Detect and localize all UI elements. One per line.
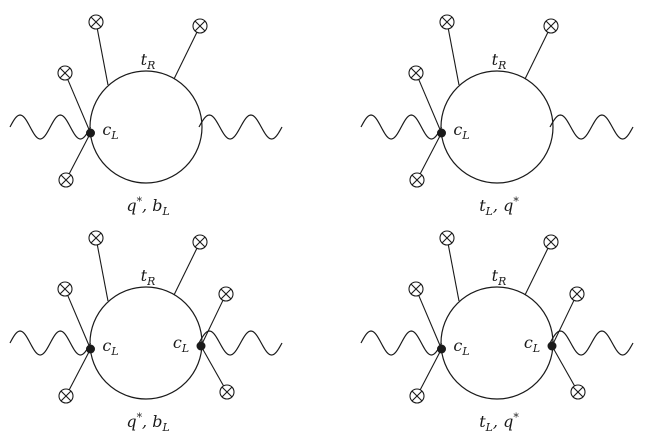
propagator-label-top: tR [492,50,507,72]
external-gauge-line-left [9,330,92,356]
vertex-label-left: cL [102,336,118,358]
propagator-label-top: tR [492,266,507,288]
circled-times-icon [408,65,424,81]
propagator-label-bottom: tL, q* [479,195,519,218]
circled-times-icon [569,286,585,302]
propagator-label-bottom: tL, q* [479,411,519,431]
circled-times-icon [219,384,235,400]
insertion-line [67,295,92,350]
propagator-label-bottom: q*, bL [126,411,169,431]
insertion-line [68,348,91,391]
insertion-line [96,244,109,302]
circled-times-icon [439,230,455,246]
external-gauge-line-right [549,330,634,356]
circled-times-icon [57,65,73,81]
circled-times-icon [543,18,559,34]
insertion-line [551,300,575,347]
filled-dot-icon [437,344,446,354]
filled-dot-icon [437,128,446,138]
propagator-label-top: tR [141,50,156,72]
filled-dot-icon [86,128,95,138]
circled-times-icon [58,388,74,404]
insertion-line [173,32,198,80]
feynman-diagram-2: tR tL, q* cL [360,14,634,218]
filled-dot-icon [86,344,95,354]
circled-times-icon [408,281,424,297]
circled-times-icon [57,281,73,297]
insertion-line [68,132,91,175]
circled-times-icon [88,14,104,30]
circled-times-icon [543,234,559,250]
vertex-label-left: cL [453,336,469,358]
insertion-line [418,79,443,134]
vertex-label-left: cL [102,120,118,142]
filled-dot-icon [547,341,557,351]
filled-dot-icon [196,341,206,351]
insertion-line [96,28,109,86]
external-gauge-line-right [198,114,283,140]
circled-times-icon [192,234,208,250]
insertion-line [67,79,92,134]
vertex-label-left: cL [453,120,469,142]
insertion-line [419,132,442,175]
insertion-line [447,244,460,302]
circled-times-icon [439,14,455,30]
propagator-label-top: tR [141,266,156,288]
insertion-line [418,295,443,350]
vertex-label-right: cL [173,333,189,355]
insertion-line [419,348,442,391]
vertex-label-right: cL [524,333,540,355]
feynman-diagram-3: tR q*, bL cL cL [9,230,283,431]
circled-times-icon [88,230,104,246]
insertion-line [173,248,198,296]
insertion-line [551,345,576,387]
insertion-line [524,248,549,296]
external-gauge-line-right [549,114,634,140]
external-gauge-line-right [198,330,283,356]
circled-times-icon [58,172,74,188]
insertion-line [524,32,549,80]
circled-times-icon [409,172,425,188]
feynman-diagram-1: tR q*, bL cL [9,14,283,218]
propagator-label-bottom: q*, bL [126,195,169,218]
circled-times-icon [570,384,586,400]
external-gauge-line-left [9,114,92,140]
feynman-diagram-4: tR tL, q* cL cL [360,230,634,431]
circled-times-icon [218,286,234,302]
external-gauge-line-left [360,330,443,356]
circled-times-icon [409,388,425,404]
circled-times-icon [192,18,208,34]
insertion-line [200,345,225,387]
insertion-line [200,300,224,347]
insertion-line [447,28,460,86]
external-gauge-line-left [360,114,443,140]
